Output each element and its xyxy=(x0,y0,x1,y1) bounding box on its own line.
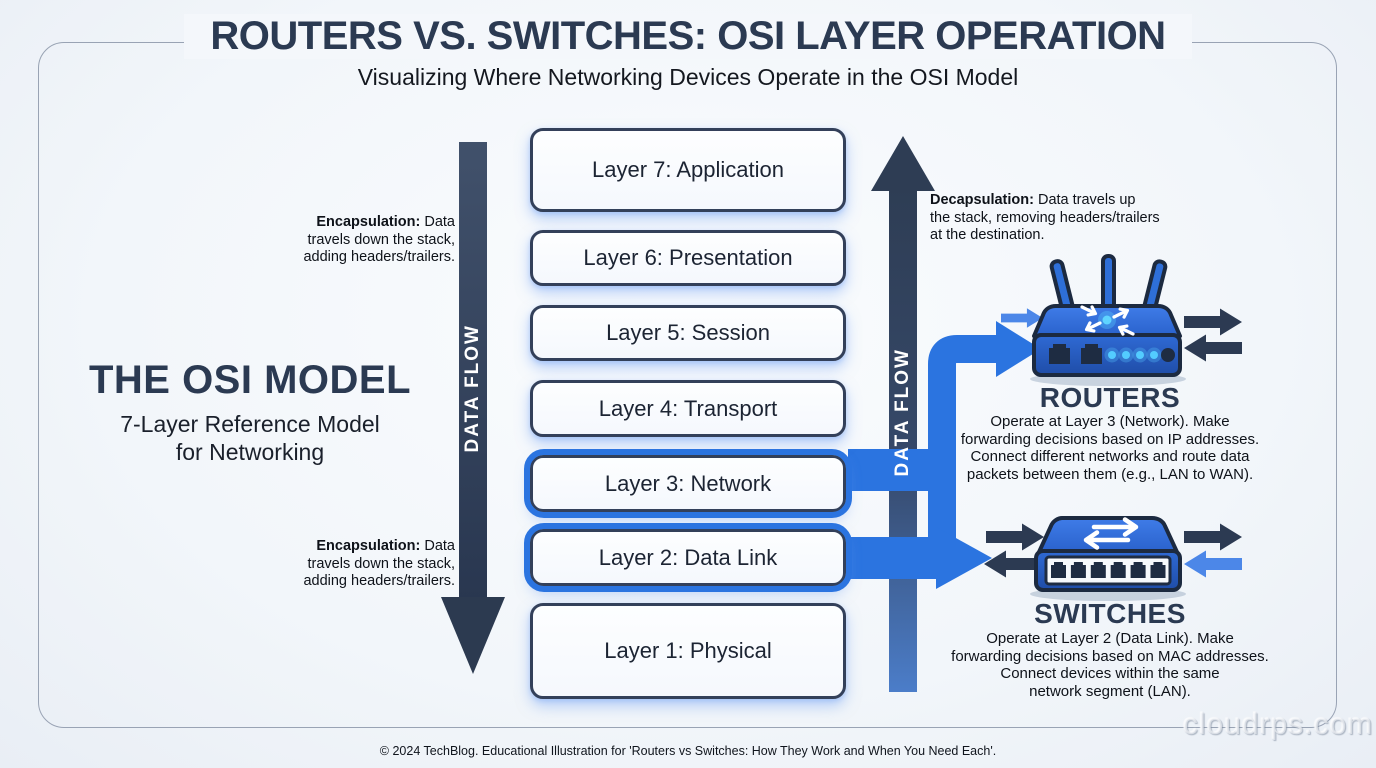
header: ROUTERS VS. SWITCHES: OSI LAYER OPERATIO… xyxy=(0,14,1376,91)
routers-heading: ROUTERS xyxy=(1039,382,1181,413)
decapsulation-note: Decapsulation: Data travels up the stack… xyxy=(930,192,1190,245)
decapsulation-text: Data travels up the stack, removing head… xyxy=(930,192,1160,244)
layer-box-5-session: Layer 5: Session xyxy=(530,305,846,361)
layer2-switch-connector xyxy=(848,527,992,589)
router-out-arrow-icon xyxy=(1184,308,1242,336)
layer-box-2-data-link: Layer 2: Data Link xyxy=(524,523,852,592)
switch-left-in-arrow-icon xyxy=(984,550,1042,578)
layer-box-6-presentation: Layer 6: Presentation xyxy=(530,230,846,286)
encapsulation-label: Encapsulation: xyxy=(316,214,421,230)
data-flow-up-arrow xyxy=(871,136,935,692)
switch-right-out-arrow-icon xyxy=(1184,523,1242,551)
switches-heading: SWITCHES xyxy=(1034,598,1186,629)
layer-box-7-application: Layer 7: Application xyxy=(530,128,846,212)
page-title: ROUTERS VS. SWITCHES: OSI LAYER OPERATIO… xyxy=(184,14,1192,59)
router-icon xyxy=(1030,254,1186,386)
switch-icon xyxy=(1030,516,1186,601)
data-flow-down-label: DATA FLOW xyxy=(462,323,483,453)
encapsulation-text: Data travels down the stack, adding head… xyxy=(303,214,455,266)
footer-copyright: © 2024 TechBlog. Educational Illustratio… xyxy=(379,744,997,758)
layer-box-3-network: Layer 3: Network xyxy=(524,449,852,518)
osi-model-heading-block: THE OSI MODEL 7-Layer Reference Model fo… xyxy=(60,358,440,466)
router-inbound-arrow-icon xyxy=(1001,308,1043,328)
routers-description: Operate at Layer 3 (Network). Make forwa… xyxy=(960,413,1260,483)
encapsulation-label: Encapsulation: xyxy=(316,538,421,554)
switch-left-out-arrow-icon xyxy=(986,523,1044,551)
page-subtitle: Visualizing Where Networking Devices Ope… xyxy=(357,64,1019,90)
layer3-router-connector xyxy=(848,321,1041,572)
switch-right-in-arrow-icon xyxy=(1184,550,1242,578)
router-return-arrow-icon xyxy=(1184,334,1242,362)
layer-box-1-physical: Layer 1: Physical xyxy=(530,603,846,699)
watermark: cloudrps.com xyxy=(1183,708,1374,741)
osi-model-heading: THE OSI MODEL xyxy=(88,358,412,402)
osi-model-subheading: 7-Layer Reference Model for Networking xyxy=(120,411,380,465)
decapsulation-label: Decapsulation: xyxy=(930,192,1034,208)
data-flow-down-arrow xyxy=(441,142,505,674)
data-flow-up-label: DATA FLOW xyxy=(892,347,913,477)
encapsulation-text: Data travels down the stack, adding head… xyxy=(303,538,455,590)
encapsulation-note-top: Encapsulation: Data travels down the sta… xyxy=(215,214,455,267)
switches-description: Operate at Layer 2 (Data Link). Make for… xyxy=(951,630,1269,700)
encapsulation-note-bottom: Encapsulation: Data travels down the sta… xyxy=(215,538,455,591)
layer-box-4-transport: Layer 4: Transport xyxy=(530,380,846,437)
